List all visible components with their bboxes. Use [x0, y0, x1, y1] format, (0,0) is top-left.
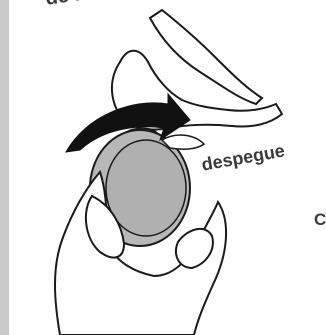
peel-film [162, 135, 204, 149]
left-frame-bar [0, 0, 9, 335]
label-cutoff-right: C [314, 210, 326, 230]
